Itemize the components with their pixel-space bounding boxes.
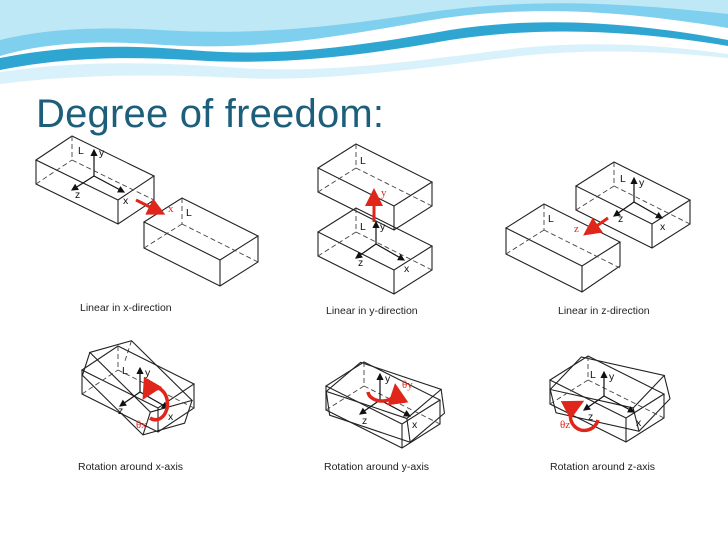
axis-z-label: z xyxy=(75,189,80,201)
axis-y-label: y xyxy=(99,147,105,159)
caption-linear-y: Linear in y-direction xyxy=(326,305,418,317)
length-label: L xyxy=(590,369,596,381)
rotation-arrow xyxy=(560,400,600,433)
panel-rotation-y: y z x θy Rotation around y-axis xyxy=(324,361,446,473)
motion-arrow xyxy=(135,198,166,215)
caption-rotation-y: Rotation around y-axis xyxy=(324,461,429,473)
motion-arrow xyxy=(583,216,609,236)
axis-z-label: z xyxy=(118,405,123,417)
axis-z-label: z xyxy=(358,257,363,269)
axis-y-label: y xyxy=(145,367,151,379)
length-label: L xyxy=(360,221,366,233)
length-label: L xyxy=(122,365,128,377)
caption-linear-z: Linear in z-direction xyxy=(558,305,650,317)
axis-y-label: y xyxy=(385,373,391,385)
length-label: L xyxy=(186,207,192,219)
wave-banner xyxy=(0,0,728,90)
rotation-label: θy xyxy=(402,379,413,391)
axis-z-label: z xyxy=(362,415,367,427)
axis-x-label: x xyxy=(168,411,174,423)
rotation-arrow xyxy=(366,383,409,406)
axis-x-label: x xyxy=(404,263,410,275)
caption-rotation-z: Rotation around z-axis xyxy=(550,461,655,473)
axis-x-label: x xyxy=(123,195,129,207)
axis-x-label: x xyxy=(660,221,666,233)
axis-z-label: z xyxy=(618,213,623,225)
axis-x-label: x xyxy=(636,417,642,429)
panel-linear-y: L y z x L y Linear in y-direction xyxy=(316,143,434,317)
length-label: L xyxy=(78,145,84,157)
motion-label: y xyxy=(381,187,387,199)
rotation-label: θx xyxy=(136,419,147,431)
motion-label: z xyxy=(574,223,579,235)
rotation-label: θz xyxy=(560,419,570,431)
motion-label: x xyxy=(168,203,174,215)
rotation-arrow xyxy=(142,376,170,422)
axis-z-label: z xyxy=(588,411,593,423)
axis-y-label: y xyxy=(380,221,386,233)
length-label: L xyxy=(620,173,626,185)
axis-x-label: x xyxy=(412,419,418,431)
panel-linear-x: y z x L L x Linear in x-direction xyxy=(34,135,260,314)
axis-y-label: y xyxy=(639,177,645,189)
length-label: L xyxy=(360,155,366,167)
panel-linear-z: y z x L L z Linear in z-direction xyxy=(504,161,692,317)
caption-linear-x: Linear in x-direction xyxy=(80,302,172,314)
panel-rotation-x: y z x L θx Rotation around x-axis xyxy=(78,340,196,473)
slide-title: Degree of freedom: xyxy=(36,92,385,136)
length-label: L xyxy=(548,213,554,225)
panel-rotation-z: y z x L θz Rotation around z-axis xyxy=(548,355,671,473)
caption-rotation-x: Rotation around x-axis xyxy=(78,461,183,473)
axis-y-label: y xyxy=(609,371,615,383)
